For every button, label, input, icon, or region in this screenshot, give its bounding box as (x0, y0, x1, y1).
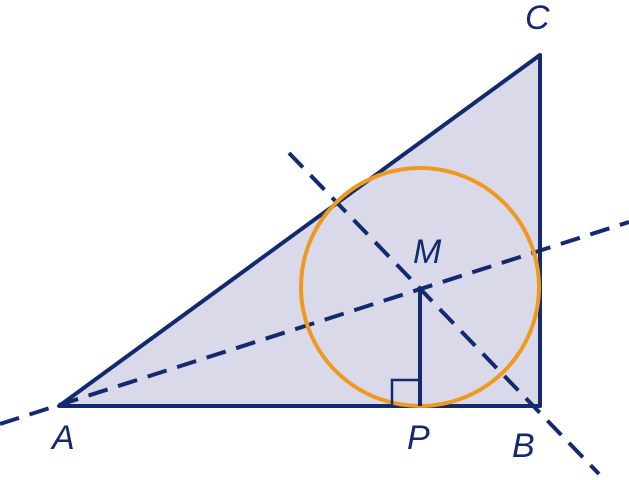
triangle-abc (57, 53, 542, 408)
label-c: C (525, 0, 550, 37)
right-angle-marker (390, 378, 418, 406)
label-b: B (512, 427, 535, 465)
label-m: M (413, 233, 442, 271)
label-p: P (407, 419, 430, 457)
bisector-from-b (287, 151, 601, 476)
bisector-from-a (0, 220, 629, 426)
label-a: A (50, 419, 75, 457)
